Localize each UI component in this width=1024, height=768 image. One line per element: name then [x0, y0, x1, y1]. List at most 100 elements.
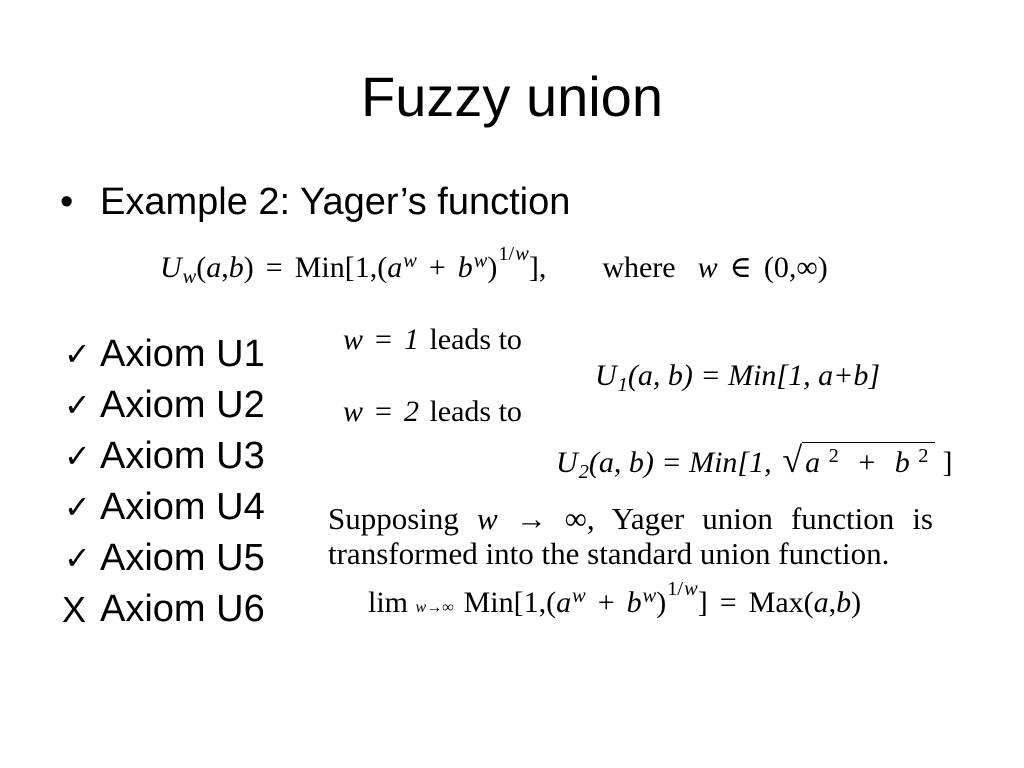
formula-min-function: Min[1, — [463, 586, 547, 619]
formula-variable-b: b — [457, 251, 473, 284]
formula-close-paren: ) — [243, 251, 254, 284]
axiom-label: Axiom U1 — [100, 333, 265, 375]
formula-equals: = — [719, 586, 737, 619]
formula-equals: = — [375, 323, 392, 356]
checkmark-icon: ✓ — [64, 386, 91, 424]
leads-to-text: leads to — [429, 395, 522, 428]
formula-max-function: Max — [748, 586, 804, 619]
case-w2-intro: w = 2 leads to — [343, 394, 522, 430]
formula-close-bracket: ] — [942, 446, 953, 479]
formula-variable-b: b — [228, 251, 244, 284]
axiom-item: ✓ Axiom U5 — [62, 533, 312, 584]
checkmark-icon: ✓ — [64, 488, 91, 526]
formula-exponent-w: w — [642, 584, 657, 607]
limit-explanation-line2: transformed into the standard union func… — [328, 536, 890, 571]
checkmark-icon: ✓ — [64, 437, 91, 475]
checkmark-icon: ✓ — [64, 335, 91, 373]
formula-comma: , — [828, 586, 837, 619]
formula-subscript: 2 — [578, 460, 589, 483]
bullet-marker: • — [60, 181, 74, 223]
formula-value: 1 — [403, 323, 419, 356]
formula-variable-a: a — [556, 586, 572, 619]
formula-open-paren: ( — [377, 251, 388, 284]
formula-equals: = — [265, 251, 283, 284]
lim-label: lim — [368, 586, 409, 619]
axiom-item: ✓ Axiom U1 — [62, 329, 312, 380]
formula-variable-w: w — [343, 323, 364, 356]
bullet-text: Example 2: Yager’s function — [100, 181, 571, 223]
formula-function-u: U — [160, 251, 182, 284]
lim-subscript: w→∞ — [415, 599, 454, 616]
formula-exponent-w: w — [684, 577, 698, 600]
formula-exponent-w: w — [515, 242, 529, 265]
formula-variable-a: a — [805, 446, 821, 479]
where-label: where — [602, 251, 676, 284]
formula-variable-b: b — [836, 586, 852, 619]
slide-title: Fuzzy union — [361, 65, 663, 128]
case-w2-result-formula: U 2 (a, b) = Min[1, √ a 2 + b 2 ] — [556, 438, 953, 488]
infinity-symbol: ∞, — [564, 501, 595, 536]
formula-close-paren: ) — [656, 586, 667, 619]
formula-body: (a, b) = Min[1, — [588, 446, 772, 479]
formula-plus: + — [597, 586, 615, 619]
bullet-row: • Example 2: Yager’s function — [60, 179, 760, 225]
formula-function-u: U — [595, 359, 617, 392]
formula-equals: = — [375, 395, 392, 428]
axiom-item: ✓ Axiom U2 — [62, 380, 312, 431]
formula-variable-a: a — [813, 586, 829, 619]
formula-comma: , — [221, 251, 229, 284]
checkmark-icon: ✓ — [64, 539, 91, 577]
axiom-label: Axiom U6 — [100, 588, 265, 630]
limit-formula: lim w→∞ Min[1, ( a w + b w ) 1/ w ] = Ma… — [368, 578, 862, 622]
formula-value: 2 — [403, 395, 419, 428]
case-w1-intro: w = 1 leads to — [343, 322, 522, 358]
explanation-text: Yager union function is — [611, 501, 933, 536]
formula-variable-a: a — [387, 251, 403, 284]
axiom-label: Axiom U5 — [100, 537, 265, 579]
formula-exponent-reciprocal: 1/ — [498, 242, 515, 265]
limit-explanation: Supposing w → ∞, Yager union function is… — [328, 501, 933, 571]
formula-exponent: 2 — [918, 444, 929, 467]
formula-variable-w: w — [343, 395, 364, 428]
formula-exponent-w: w — [473, 249, 488, 272]
axiom-item: ✓ Axiom U4 — [62, 482, 312, 533]
formula-exponent-w: w — [572, 584, 586, 607]
formula-exponent-reciprocal: 1/ — [667, 577, 684, 600]
square-root-icon: √ — [782, 440, 803, 480]
arrow-icon: → — [515, 501, 547, 536]
cross-mark-icon: X — [62, 589, 87, 630]
formula-body: (a, b) = Min[1, a+b] — [627, 359, 881, 392]
formula-variable-w: w — [697, 251, 718, 284]
formula-variable-b: b — [894, 446, 910, 479]
limit-operator: lim w→∞ — [368, 587, 454, 619]
formula-open-paren: ( — [196, 251, 207, 284]
formula-exponent: 2 — [828, 444, 839, 467]
formula-plus: + — [428, 251, 446, 284]
formula-variable-w: w — [476, 501, 498, 536]
formula-min-function: Min[1, — [294, 251, 378, 284]
formula-variable-a: a — [206, 251, 222, 284]
axiom-item: X Axiom U6 — [62, 584, 312, 635]
formula-subscript: 1 — [617, 373, 628, 396]
supposing-text: Supposing — [328, 501, 459, 536]
axiom-label: Axiom U3 — [100, 435, 265, 477]
formula-close-bracket: ], — [528, 251, 547, 284]
formula-open-paren: ( — [546, 586, 557, 619]
axiom-label: Axiom U2 — [100, 384, 265, 426]
formula-close-bracket: ] — [697, 586, 708, 619]
axiom-checklist: ✓ Axiom U1 ✓ Axiom U2 ✓ Axiom U3 ✓ Axiom… — [62, 329, 312, 635]
formula-plus: + — [858, 446, 876, 479]
formula-subscript-w: w — [182, 265, 197, 288]
element-of-symbol: ∈ — [729, 251, 752, 284]
axiom-item: ✓ Axiom U3 — [62, 431, 312, 482]
formula-exponent-w: w — [403, 249, 417, 272]
leads-to-text: leads to — [429, 323, 522, 356]
square-root-radicand: a 2 + b 2 — [802, 442, 935, 483]
formula-function-u: U — [556, 446, 578, 479]
formula-open-paren: ( — [803, 586, 814, 619]
formula-interval: (0,∞) — [763, 251, 828, 284]
formula-close-paren: ) — [851, 586, 862, 619]
formula-variable-b: b — [626, 586, 642, 619]
case-w1-result-formula: U 1 (a, b) = Min[1, a+b] — [595, 358, 880, 397]
